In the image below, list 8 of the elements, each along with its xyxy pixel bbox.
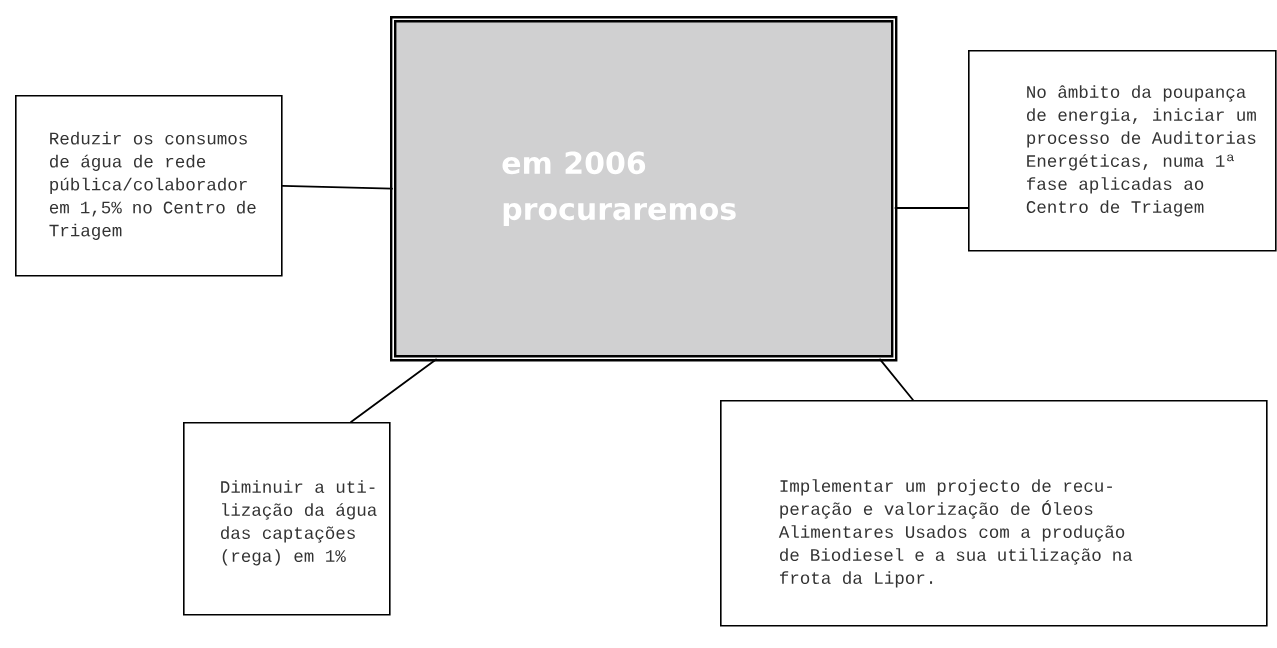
connector-line xyxy=(281,184,393,190)
connector-line xyxy=(894,207,969,209)
connector-line xyxy=(350,358,437,423)
text-box: Diminuir a uti- lização da água das captações (rega) em 1% xyxy=(183,422,391,616)
text-box: Reduzir os consumos de água de rede pública/colaborador em 1,5% no Centro de Triagem xyxy=(15,95,283,277)
connector-line xyxy=(879,358,914,401)
text-box: Implementar um projecto de recu- peração e valorização de Óleos Alimentares Usados com a produção de Biodiesel e a sua utilização na frota da Lipor. xyxy=(720,400,1268,627)
text-box: No âmbito da poupança de energia, iniciar um processo de Auditorias Energéticas, numa 1ª fase aplicadas ao Centro de Triagem xyxy=(968,50,1277,252)
